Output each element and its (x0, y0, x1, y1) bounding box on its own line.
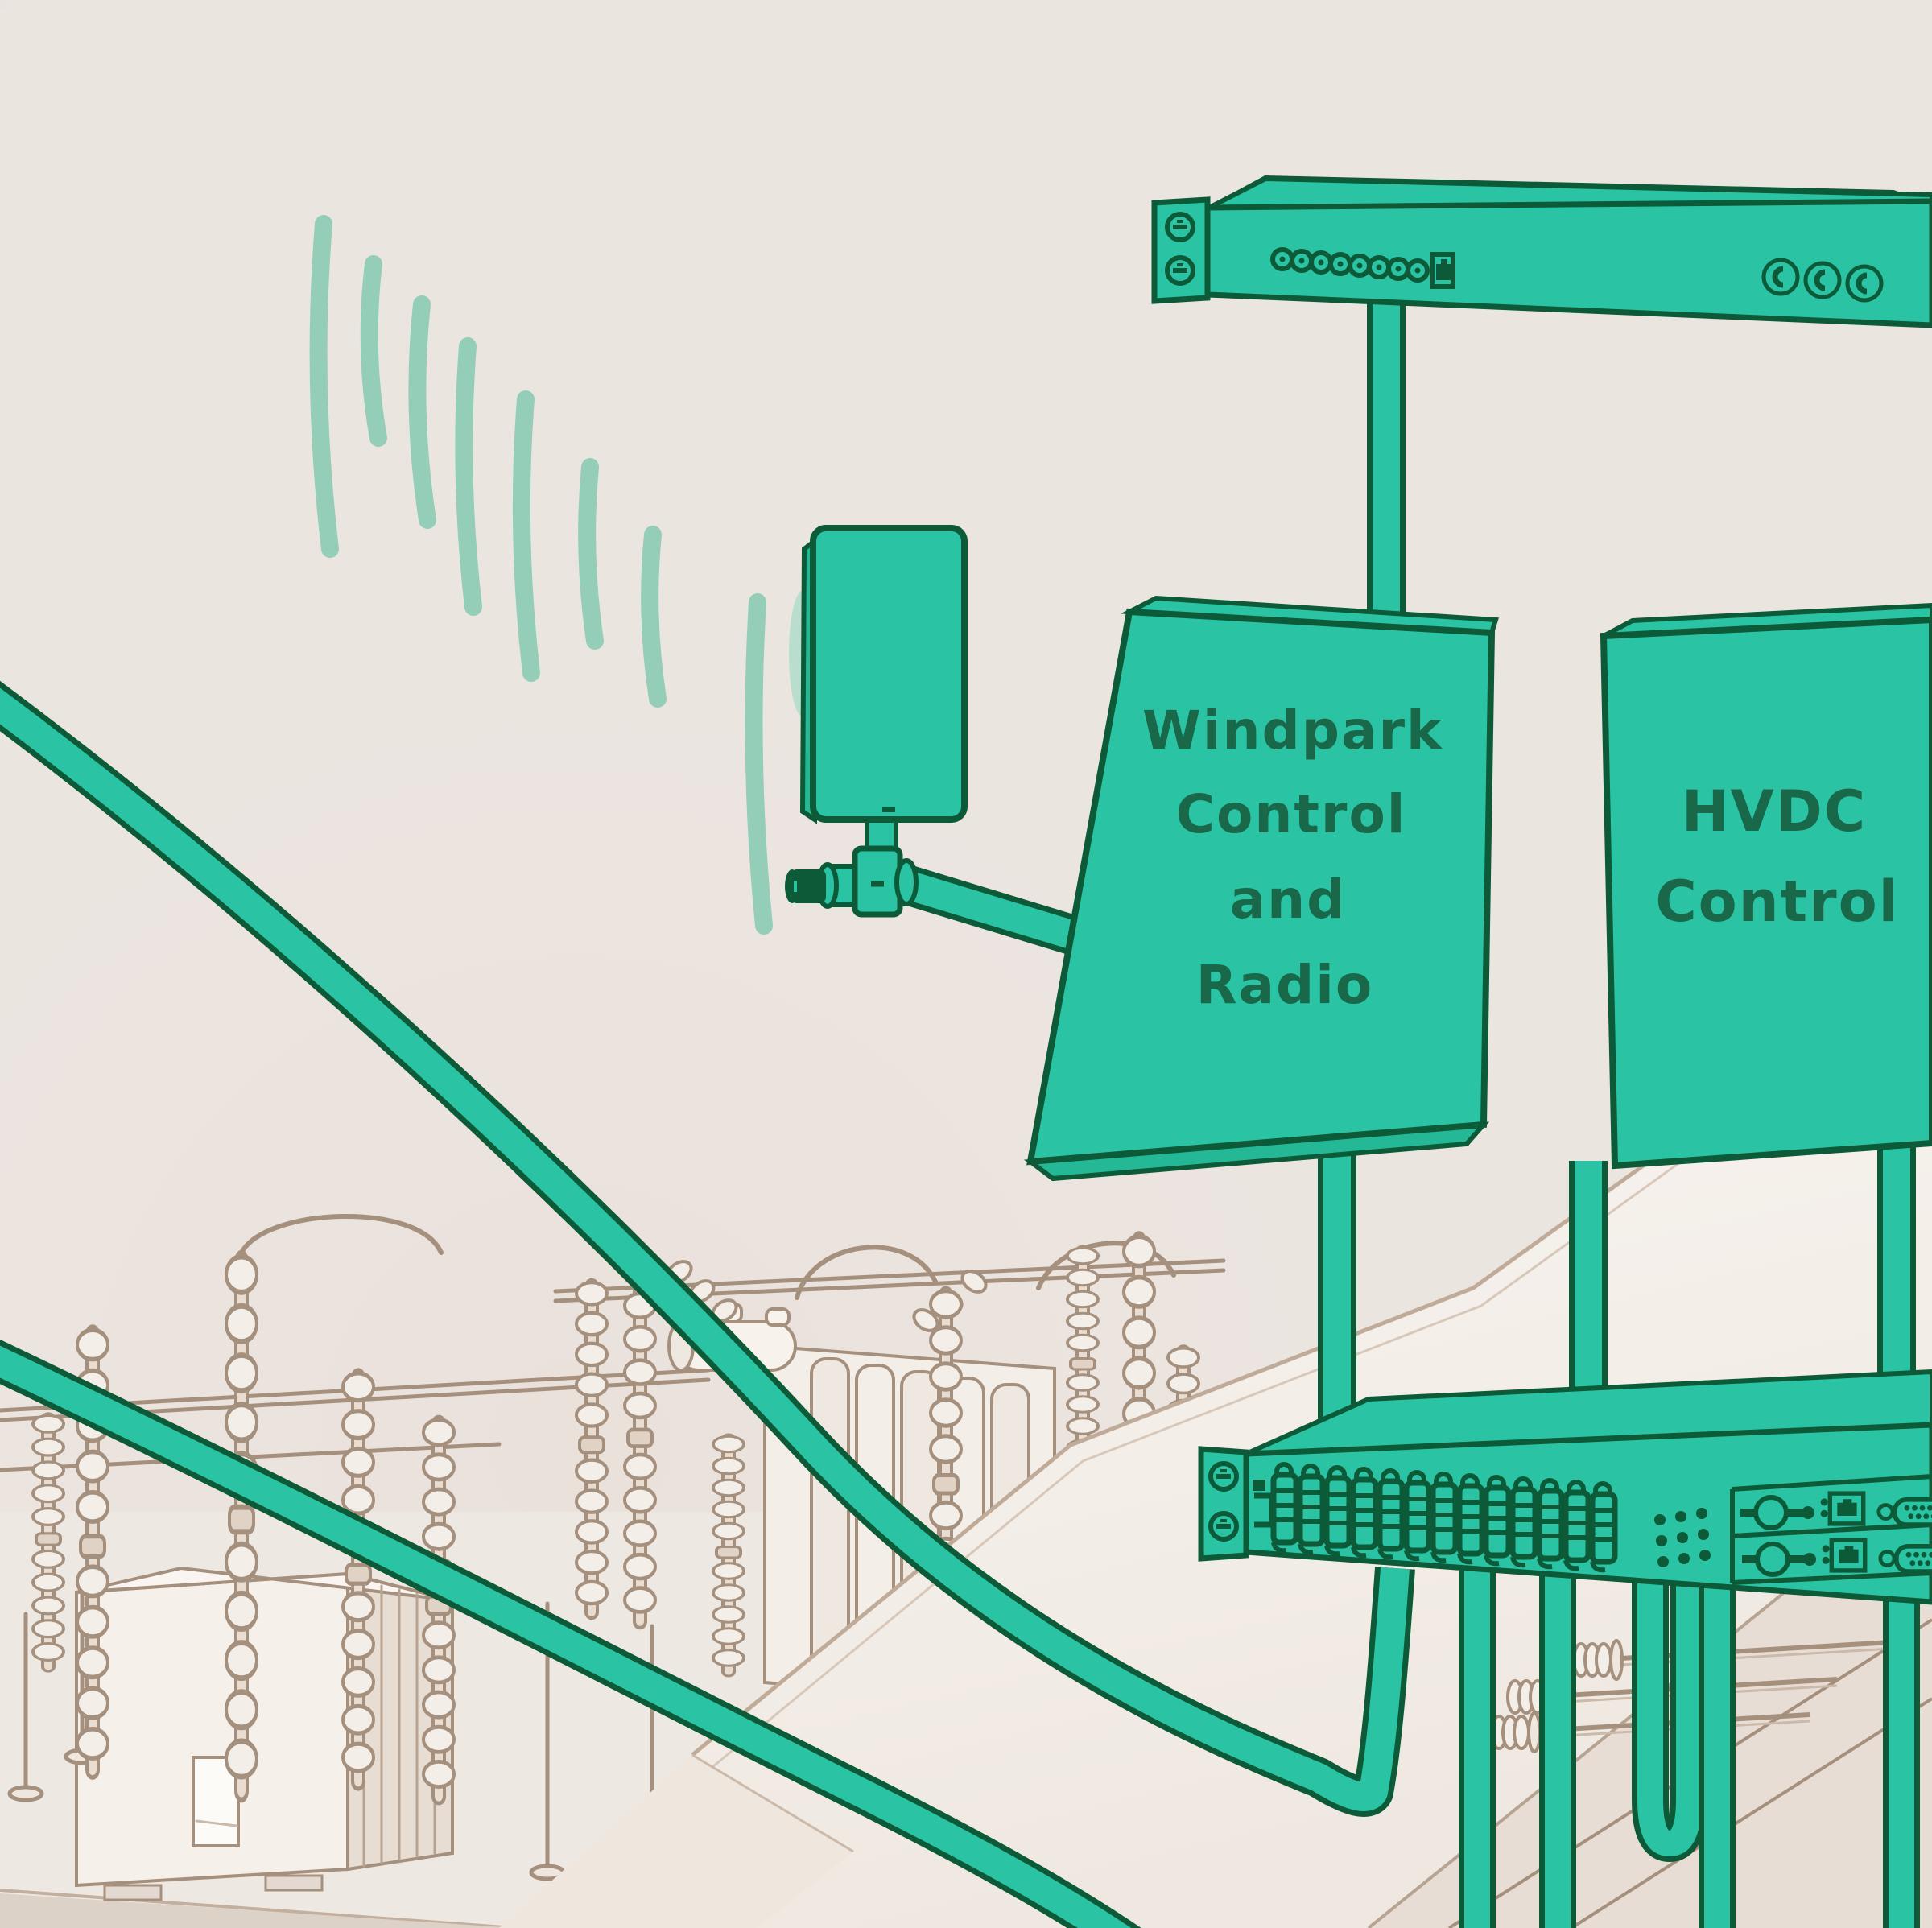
offshore-link-cable (0, 1339, 1141, 1928)
windpark-box-label: Windpark Control and Radio (1142, 700, 1443, 1016)
wireless-waves-icon (309, 215, 773, 935)
antenna-panel (810, 525, 968, 823)
top-rack-device (1151, 175, 1932, 328)
windpark-label-line-4: Radio (1196, 954, 1374, 1016)
rack-feed-cable (0, 680, 1415, 1817)
mounting-bracket-screw (1167, 258, 1193, 283)
crescent-connector (1764, 260, 1881, 300)
led-grid (1654, 1508, 1711, 1567)
antenna-cable (903, 866, 1101, 961)
hvdc-box-label: HVDC Control (1655, 778, 1899, 935)
bottom-rack-device (1198, 1369, 1932, 1605)
rack-downlink-cable (1459, 1562, 1920, 1928)
hvdc-label-line-2: Control (1655, 869, 1899, 935)
ethernet-port (1430, 252, 1455, 289)
windpark-label-line-1: Windpark (1142, 700, 1443, 762)
radio-antenna (785, 525, 1101, 961)
windpark-control-box: Windpark Control and Radio (1023, 595, 1500, 1182)
device-cables (1318, 1142, 1920, 1928)
foreground-floor (0, 1893, 515, 1928)
substation-transformer (75, 1566, 454, 1901)
mounting-bracket-screw (1167, 214, 1193, 240)
hvdc-label-line-1: HVDC (1682, 778, 1867, 844)
windpark-label-line-2: Control (1176, 783, 1407, 845)
io-module-section (1730, 1474, 1932, 1585)
hvdc-control-box: HVDC Control (1600, 602, 1932, 1170)
coax-connector (785, 869, 826, 903)
windpark-label-line-3: and (1230, 869, 1347, 931)
mounting-bracket-screw (1211, 1464, 1236, 1489)
plinth-corner (499, 1755, 853, 1928)
mounting-bracket-screw (1211, 1513, 1236, 1539)
